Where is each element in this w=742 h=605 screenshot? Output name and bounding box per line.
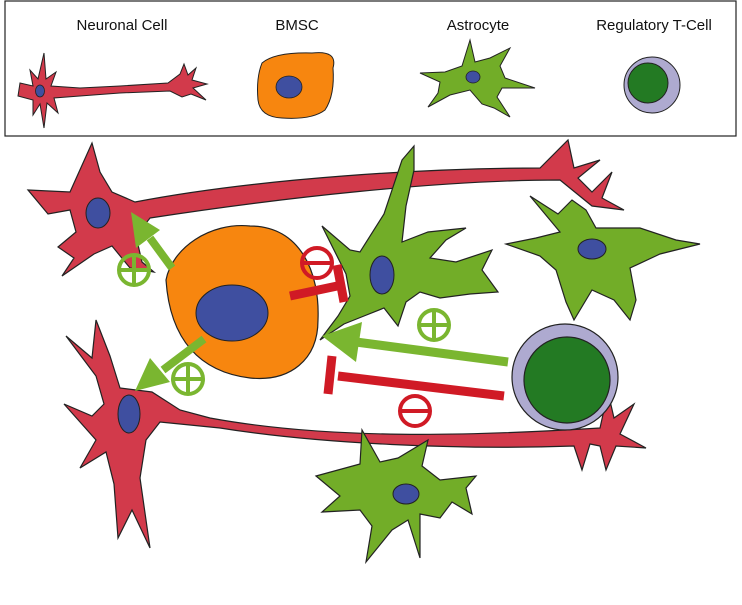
neuron-lower-nucleus — [117, 394, 141, 434]
arrowhead-lower-neuron — [135, 358, 170, 391]
astrocyte-bottom-nucleus — [392, 483, 420, 505]
legend-treg-inner — [627, 62, 669, 104]
legend-label-treg: Regulatory T-Cell — [596, 17, 712, 34]
astrocyte-bottom — [314, 427, 478, 565]
negative-symbol-1 — [300, 246, 334, 280]
arrow-bmsc-to-upper-neuron — [146, 235, 176, 271]
legend: Neuronal Cell BMSC Astrocyte Regulatory … — [4, 0, 737, 137]
legend-label-astrocyte: Astrocyte — [447, 17, 510, 34]
treg-cell — [511, 323, 619, 431]
positive-symbol-1 — [117, 253, 151, 287]
legend-astrocyte-icon — [419, 38, 536, 118]
negative-symbol-2 — [398, 394, 432, 428]
inhibit-bmsc-to-astrocyte — [289, 280, 343, 301]
legend-treg-icon — [623, 56, 681, 114]
legend-bmsc-icon — [257, 52, 335, 119]
legend-box — [4, 0, 737, 137]
arrowhead-astrocyte — [322, 322, 362, 362]
astrocyte-right-nucleus — [577, 238, 607, 260]
legend-neuron-nucleus — [35, 84, 45, 98]
inhibit-bar-treg — [323, 355, 337, 395]
treg-inner — [523, 336, 611, 424]
astrocyte-center-nucleus — [369, 255, 395, 295]
arrow-bmsc-to-lower-neuron — [160, 335, 207, 374]
arrowhead-upper-neuron — [131, 212, 160, 248]
positive-symbol-2 — [171, 362, 205, 396]
legend-bmsc-nucleus — [275, 75, 303, 99]
bmsc-cell — [165, 225, 319, 380]
astrocyte-right — [503, 195, 701, 322]
neuron-upper-nucleus — [85, 197, 111, 229]
inhibition-bars — [289, 264, 505, 401]
bmsc-nucleus — [195, 284, 269, 342]
arrow-treg-to-astrocyte — [355, 337, 509, 367]
inhibit-treg-to-astrocyte — [337, 371, 505, 401]
inhibit-bar-astrocyte — [332, 264, 349, 303]
neuron-upper — [26, 138, 625, 277]
astrocyte-center — [319, 144, 500, 341]
legend-label-neuron: Neuronal Cell — [77, 17, 168, 34]
legend-astrocyte-nucleus — [465, 70, 481, 84]
legend-neuron-icon — [17, 52, 209, 129]
positive-symbol-3 — [417, 308, 451, 342]
neuron-lower — [63, 319, 647, 549]
legend-label-bmsc: BMSC — [275, 17, 319, 34]
activation-arrows — [131, 212, 509, 391]
